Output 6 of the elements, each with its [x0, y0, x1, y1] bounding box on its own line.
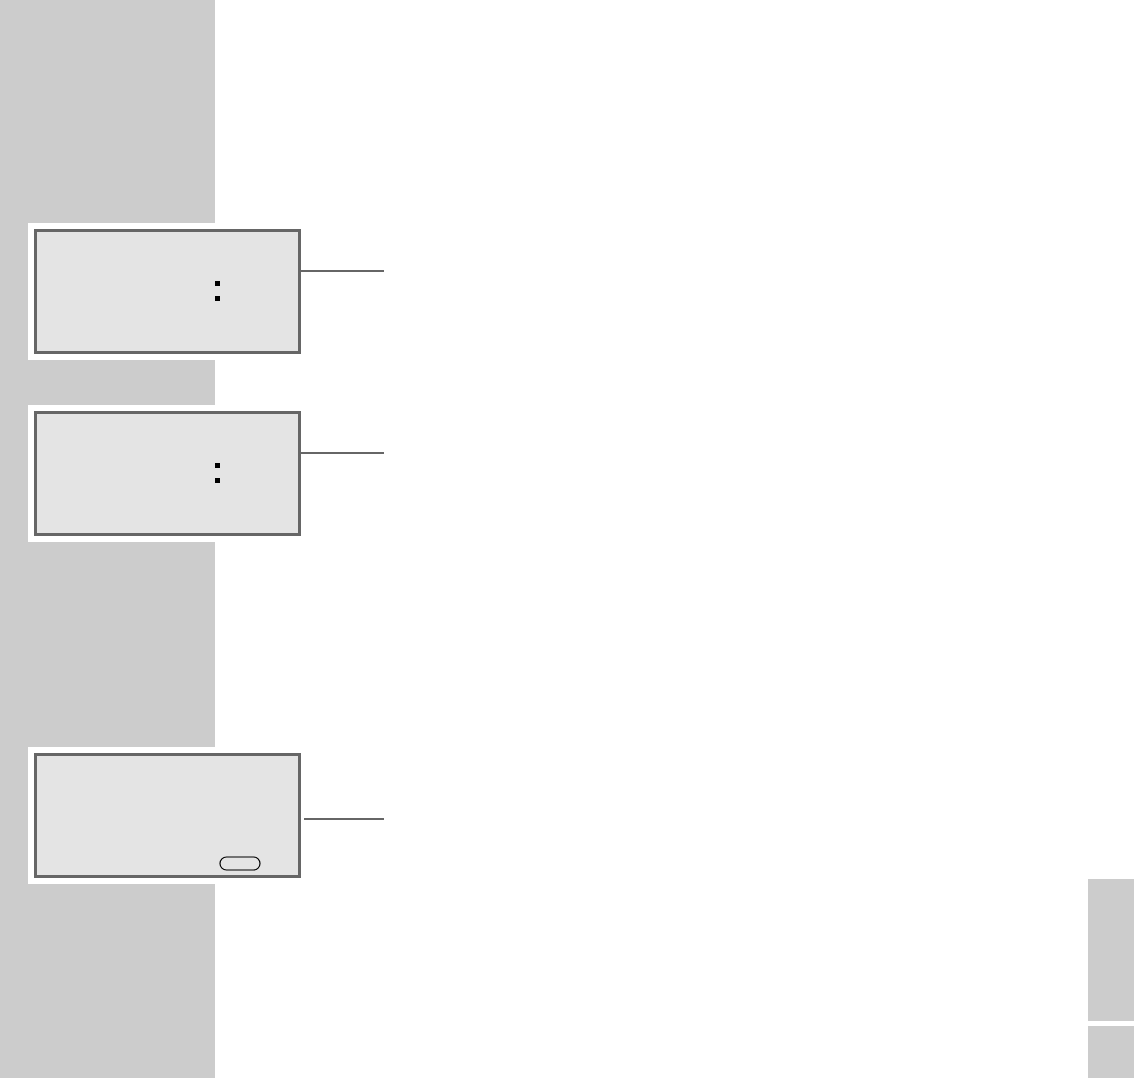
leader-line — [300, 452, 385, 454]
leader-line — [303, 818, 385, 820]
display-panel — [34, 753, 301, 878]
display-panel — [34, 229, 301, 354]
leader-line — [300, 270, 385, 272]
display-panel — [34, 411, 301, 536]
